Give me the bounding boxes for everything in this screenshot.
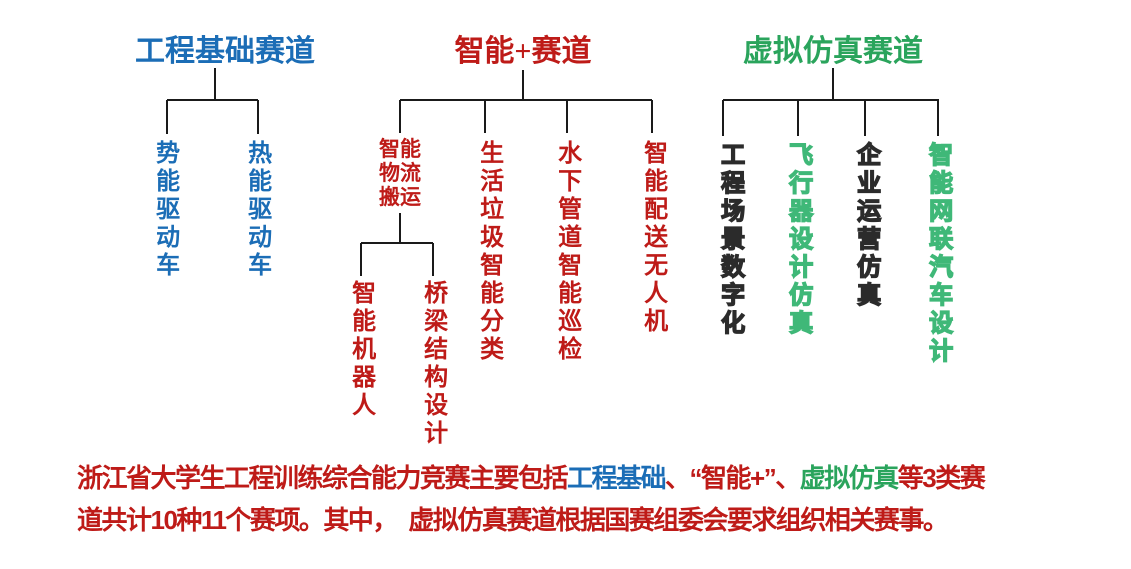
- footer-segment: 虚拟仿真: [799, 463, 900, 493]
- event-smart-logistics: 智能物流搬运: [379, 138, 421, 209]
- event-delivery-drone: 智能配送无人机: [639, 140, 667, 336]
- footer-description: 浙江省大学生工程训练综合能力竞赛主要包括工程基础、“智能+”、虚拟仿真等3类赛道…: [77, 457, 1087, 541]
- footer-segment: 浙江省大学生工程训练综合能力竞赛主要包括: [77, 463, 569, 493]
- connector-logistics-sub: [360, 213, 434, 276]
- event-potential-energy-vehicle: 势能驱动车: [151, 140, 179, 280]
- event-waste-sorting: 生活垃圾智能分类: [475, 140, 503, 364]
- footer-segment: 等3类赛: [897, 463, 986, 493]
- track-header-engineering: 工程基础赛道: [135, 35, 315, 68]
- footer-segment: 、: [665, 463, 691, 493]
- footer-segment: “智能+”: [689, 463, 777, 493]
- event-scene-digitalization: 工程场景数字化: [716, 141, 744, 338]
- footer-segment: 工程基础: [567, 463, 667, 493]
- event-enterprise-operation-sim: 企业运营仿真: [852, 141, 880, 310]
- connector-intelligence: [399, 70, 653, 133]
- footer-segment: 道共计10种11个赛项。其中， 虚拟仿真赛道根据国赛组委会要求组织相关赛事。: [77, 505, 949, 535]
- event-aircraft-design-sim: 飞行器设计仿真: [784, 141, 812, 338]
- connector-engineering: [166, 68, 259, 134]
- event-smart-robot: 智能机器人: [347, 280, 375, 420]
- event-thermal-energy-vehicle: 热能驱动车: [243, 140, 271, 280]
- event-bridge-structure-design: 桥梁结构设计: [419, 280, 447, 448]
- footer-segment: 、: [775, 463, 801, 493]
- event-underwater-pipeline: 水下管道智能巡检: [553, 140, 581, 364]
- track-header-virtual: 虚拟仿真赛道: [743, 35, 923, 68]
- track-header-intelligence: 智能+赛道: [454, 35, 592, 68]
- connector-virtual: [722, 68, 939, 136]
- event-smart-connected-vehicle: 智能网联汽车设计: [924, 141, 952, 366]
